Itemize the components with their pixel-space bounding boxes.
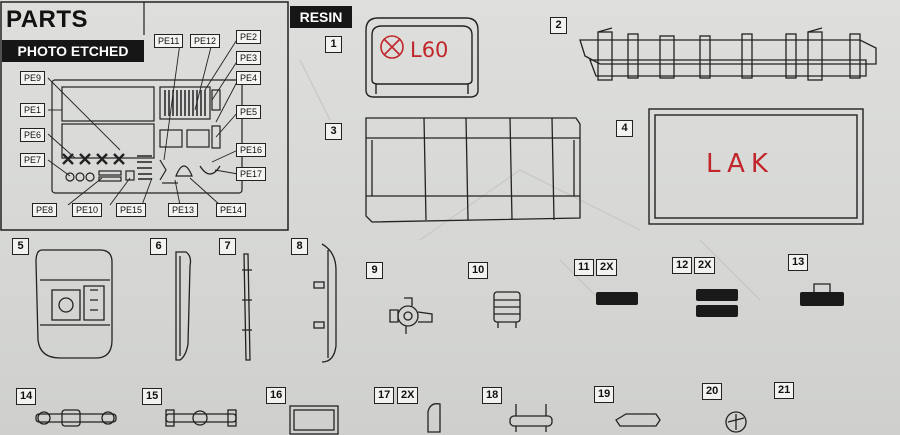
pe-label-pe10: PE10 xyxy=(72,203,103,217)
part-4-panel-drawing xyxy=(648,108,864,225)
part-13-drawing xyxy=(800,283,844,306)
part-19-drawing xyxy=(615,413,661,427)
pe-label-pe3: PE3 xyxy=(236,51,262,65)
pe-label-pe6: PE6 xyxy=(20,128,46,142)
pe-fret xyxy=(47,37,243,206)
part-number-14: 14 xyxy=(16,388,37,405)
part-2-chassis-drawing xyxy=(579,27,877,81)
part-number-21: 21 xyxy=(774,382,795,399)
part-number-2: 2 xyxy=(550,17,567,34)
parts-title: PARTS xyxy=(6,6,89,33)
pe-label-pe5: PE5 xyxy=(236,105,262,119)
part-8-drawing xyxy=(313,243,337,363)
pe-label-pe8: PE8 xyxy=(32,203,58,217)
part-20-21-drawing xyxy=(725,411,747,433)
part-number-7: 7 xyxy=(219,238,236,255)
part-5-drawing xyxy=(35,249,113,359)
part-number-1: 1 xyxy=(325,36,342,53)
part-12a-drawing xyxy=(696,289,738,301)
part-11-drawing xyxy=(596,292,638,305)
pe-label-pe4: PE4 xyxy=(236,71,262,85)
quantity-badge-12: 2X xyxy=(694,257,716,274)
pe-label-pe9: PE9 xyxy=(20,71,46,85)
part-number-20: 20 xyxy=(702,383,723,400)
part-14-drawing xyxy=(35,409,117,427)
part-7-drawing xyxy=(242,253,252,361)
pe-label-pe1: PE1 xyxy=(20,103,46,117)
part-number-9: 9 xyxy=(366,262,383,279)
part-number-18: 18 xyxy=(482,387,503,404)
part-number-17: 17 xyxy=(374,387,395,404)
pe-label-pe11: PE11 xyxy=(154,34,184,48)
part-number-10: 10 xyxy=(468,262,489,279)
part-6-drawing xyxy=(175,251,192,361)
resin-title: RESIN xyxy=(290,6,352,28)
pe-label-pe13: PE13 xyxy=(168,203,199,217)
part-number-19: 19 xyxy=(594,386,615,403)
quantity-badge-17: 2X xyxy=(397,387,419,404)
pe-label-pe12: PE12 xyxy=(190,34,221,48)
part-17-drawing xyxy=(427,403,441,433)
pe-label-pe14: PE14 xyxy=(216,203,247,217)
part-number-4: 4 xyxy=(616,120,633,137)
photo-etched-subtitle: PHOTO ETCHED xyxy=(2,40,144,62)
part-10-drawing xyxy=(493,291,521,328)
part-15-drawing xyxy=(165,409,237,427)
part-3-floor-drawing xyxy=(365,117,581,223)
handwritten-note-lak: LAK xyxy=(706,149,774,179)
part-12b-drawing xyxy=(696,305,738,317)
part-1-drawing xyxy=(365,17,479,98)
handwritten-note-l60: L60 xyxy=(410,38,448,62)
part-number-16: 16 xyxy=(266,387,287,404)
part-number-5: 5 xyxy=(12,238,29,255)
pe-label-pe16: PE16 xyxy=(236,143,267,157)
pe-label-pe7: PE7 xyxy=(20,153,46,167)
pe-label-pe17: PE17 xyxy=(236,167,267,181)
pe-label-pe15: PE15 xyxy=(116,203,147,217)
part-number-6: 6 xyxy=(150,238,167,255)
part-number-11: 11 xyxy=(574,259,594,276)
part-9-drawing xyxy=(389,297,433,334)
part-number-15: 15 xyxy=(142,388,163,405)
part-number-3: 3 xyxy=(325,123,342,140)
part-number-12: 12 xyxy=(672,257,693,274)
part-number-13: 13 xyxy=(788,254,809,271)
part-number-8: 8 xyxy=(291,238,308,255)
quantity-badge-11: 2X xyxy=(596,259,618,276)
part-16-drawing xyxy=(289,405,339,435)
pe-label-pe2: PE2 xyxy=(236,30,262,44)
part-18-drawing xyxy=(509,404,553,432)
